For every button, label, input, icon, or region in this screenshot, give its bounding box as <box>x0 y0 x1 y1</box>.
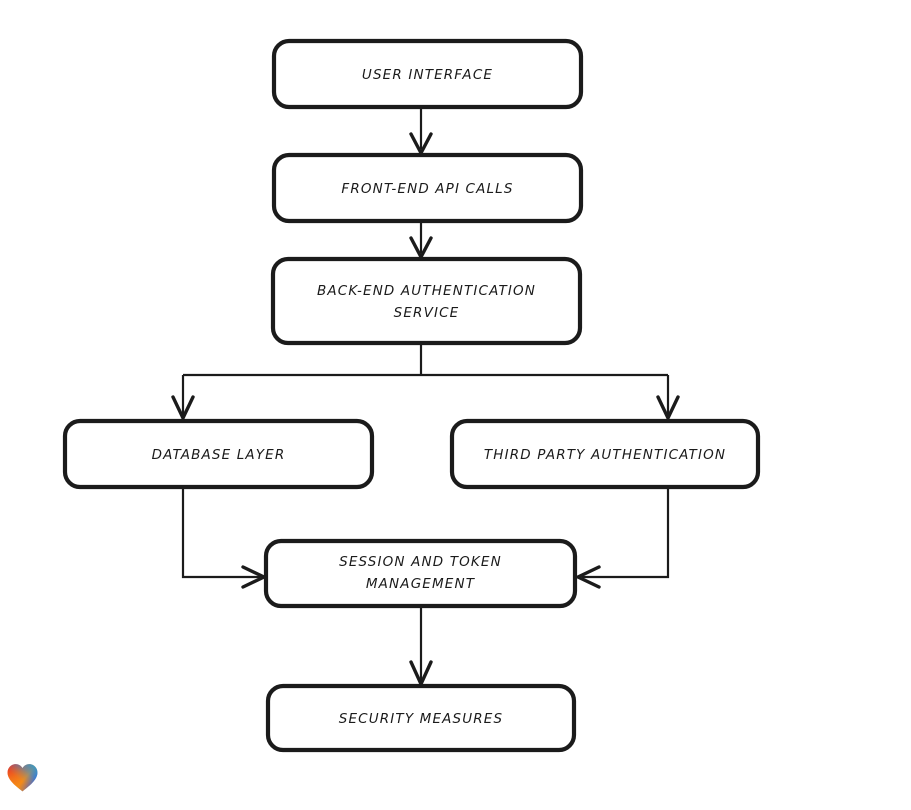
edge-session-to-security <box>409 606 433 686</box>
node-user-interface[interactable]: USER INTERFACE <box>271 38 584 110</box>
edge-backend-to-database <box>171 375 195 420</box>
node-label-session-token-mgmt-line2: MANAGEMENT <box>366 576 476 592</box>
node-security-measures[interactable]: SECURITY MEASURES <box>265 683 577 753</box>
node-label-user-interface: USER INTERFACE <box>362 67 493 83</box>
node-label-database-layer: DATABASE LAYER <box>152 447 286 463</box>
node-box-database-layer[interactable] <box>62 418 375 490</box>
node-back-end-auth-service[interactable]: BACK-END AUTHENTICATION SERVICE <box>270 256 583 346</box>
edge-backend-split <box>183 343 668 377</box>
node-box-security-measures[interactable] <box>265 683 577 753</box>
node-label-front-end-api-calls: FRONT-END API CALLS <box>341 181 513 197</box>
node-label-back-end-auth-service-line2: SERVICE <box>394 305 460 321</box>
node-label-session-token-mgmt-line1: SESSION AND TOKEN <box>339 554 502 570</box>
node-third-party-auth[interactable]: THIRD PARTY AUTHENTICATION <box>449 418 761 490</box>
edge-api-to-backend <box>409 221 433 259</box>
node-box-back-end-auth-service[interactable] <box>270 256 583 346</box>
node-box-session-token-mgmt[interactable] <box>263 538 578 609</box>
node-box-third-party-auth[interactable] <box>449 418 761 490</box>
edge-ui-to-api <box>409 107 433 155</box>
node-database-layer[interactable]: DATABASE LAYER <box>62 418 375 490</box>
node-front-end-api-calls[interactable]: FRONT-END API CALLS <box>271 152 584 224</box>
edge-database-to-session <box>181 487 266 589</box>
node-box-front-end-api-calls[interactable] <box>271 152 584 224</box>
node-label-back-end-auth-service-line1: BACK-END AUTHENTICATION <box>317 283 536 299</box>
edge-thirdparty-to-session <box>576 487 670 589</box>
heart-icon <box>7 764 38 792</box>
edge-backend-to-thirdparty <box>656 375 680 420</box>
node-session-token-mgmt[interactable]: SESSION AND TOKEN MANAGEMENT <box>263 538 578 609</box>
node-label-security-measures: SECURITY MEASURES <box>339 711 503 727</box>
node-label-third-party-auth: THIRD PARTY AUTHENTICATION <box>484 447 726 463</box>
node-box-user-interface[interactable] <box>271 38 584 110</box>
